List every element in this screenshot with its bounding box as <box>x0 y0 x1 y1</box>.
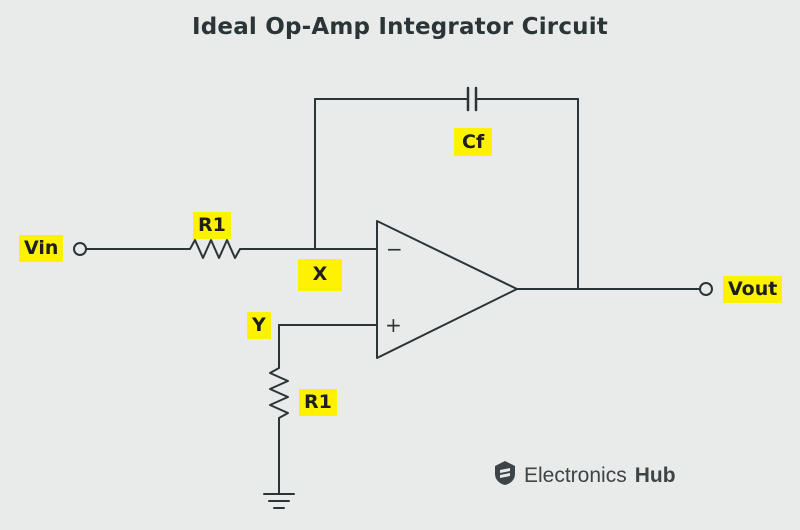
op-amp <box>376 220 518 359</box>
label-r1-top: R1 <box>193 212 231 239</box>
label-vin: Vin <box>19 235 64 262</box>
label-vout: Vout <box>723 276 783 303</box>
vin-terminal <box>73 242 87 256</box>
brand-suffix: Hub <box>634 464 676 487</box>
label-cf: Cf <box>454 128 493 156</box>
vout-terminal <box>699 282 713 296</box>
electronics-hub-logo-icon <box>494 460 516 492</box>
resistor-r1-top <box>183 239 247 259</box>
inverting-input-sign: − <box>386 237 403 261</box>
label-r1-bottom: R1 <box>299 389 337 416</box>
brand-watermark: Electronics Hub <box>494 460 676 492</box>
brand-name: Electronics <box>524 464 627 487</box>
page-title: Ideal Op-Amp Integrator Circuit <box>191 14 609 40</box>
label-node-x: X <box>298 259 342 291</box>
noninverting-input-sign: + <box>385 313 402 337</box>
label-node-y: Y <box>247 312 271 339</box>
resistor-r1-bottom <box>269 361 289 425</box>
